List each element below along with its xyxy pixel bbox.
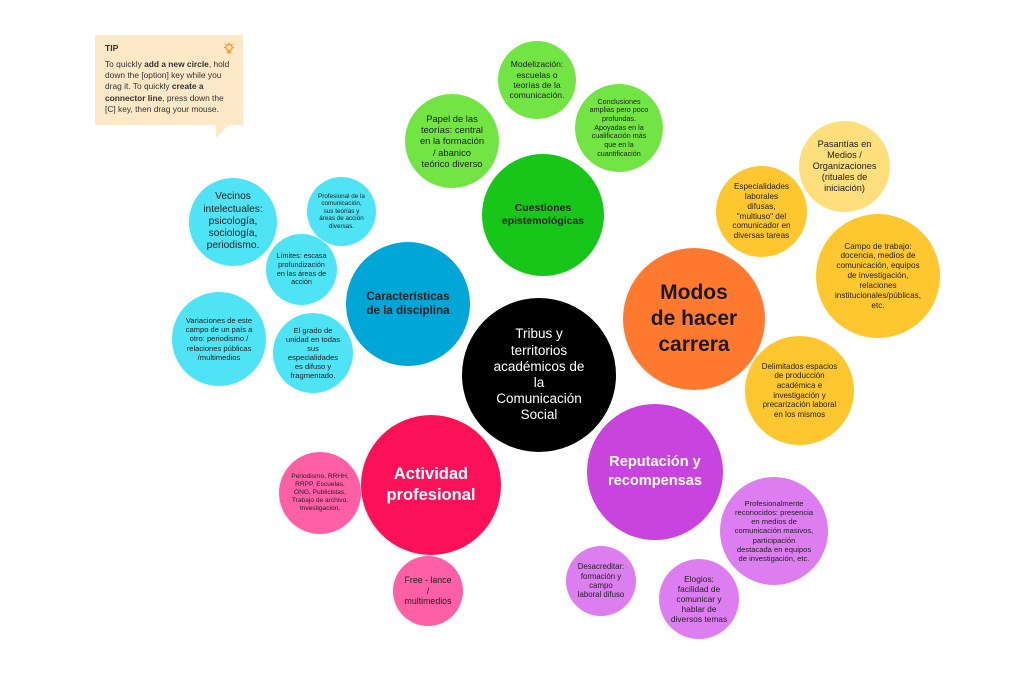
tip-title: TIP <box>105 43 119 53</box>
node-modelizacion[interactable]: Modelización: escuelas o teorías de la c… <box>498 41 576 119</box>
node-profesional-label: Profesional de la comunicación, sus teor… <box>318 192 365 230</box>
node-freelance[interactable]: Free - lance / multimedios <box>393 556 463 626</box>
node-papel[interactable]: Papel de las teorías: central en la form… <box>405 94 499 188</box>
node-pasantias-label: Pasantías en Medios / Organizaciones (ri… <box>812 138 877 194</box>
node-actividad-label: Actividad profesional <box>386 464 476 504</box>
node-especialidades-label: Especialidades laborales difusas, "multi… <box>732 181 791 241</box>
node-periodismo-label: Periodismo, RRHH, RRPP, Escuelas, ONG, P… <box>291 473 349 512</box>
node-especialidades[interactable]: Especialidades laborales difusas, "multi… <box>716 166 807 257</box>
node-desacreditar-label: Desacreditar: formación y campo laboral … <box>577 562 625 600</box>
node-variaciones-label: Variaciones de este campo de un país a o… <box>185 316 253 362</box>
node-campo-label: Campo de trabajo: docencia, medios de co… <box>834 241 922 310</box>
node-pasantias[interactable]: Pasantías en Medios / Organizaciones (ri… <box>799 121 890 212</box>
node-reconocidos-label: Profesionalmente reconocidos: presencia … <box>734 499 814 563</box>
node-profesional[interactable]: Profesional de la comunicación, sus teor… <box>307 177 376 246</box>
node-caracteristicas-label: Características de la disciplina <box>366 290 450 317</box>
node-center-label: Tribus y territorios académicos de la Co… <box>493 326 585 423</box>
tip-text: To quickly add a new circle, hold down t… <box>105 58 230 114</box>
node-center[interactable]: Tribus y territorios académicos de la Co… <box>462 298 616 452</box>
node-modos[interactable]: Modos de hacer carrera <box>623 248 765 390</box>
node-vecinos-label: Vecinos intelectuales: psicología, socio… <box>203 191 263 252</box>
node-actividad[interactable]: Actividad profesional <box>361 415 501 555</box>
node-elogios-label: Elogios: facilidad de comunicar y hablar… <box>670 573 728 625</box>
node-limites[interactable]: Límites: escasa profundización en las ár… <box>266 234 337 305</box>
node-conclusiones-label: Conclusiones amplias pero poco profundas… <box>589 96 649 158</box>
node-reputacion[interactable]: Reputación y recompensas <box>587 404 723 540</box>
node-modos-label: Modos de hacer carrera <box>650 280 738 357</box>
node-variaciones[interactable]: Variaciones de este campo de un país a o… <box>172 292 266 386</box>
node-conclusiones[interactable]: Conclusiones amplias pero poco profundas… <box>575 84 663 172</box>
node-caracteristicas[interactable]: Características de la disciplina <box>346 242 470 366</box>
node-papel-label: Papel de las teorías: central en la form… <box>419 112 485 169</box>
node-elogios[interactable]: Elogios: facilidad de comunicar y hablar… <box>659 559 739 639</box>
node-freelance-label: Free - lance / multimedios <box>404 575 452 607</box>
node-delimitados[interactable]: Delimitados espacios de producción acadé… <box>745 336 854 445</box>
node-vecinos[interactable]: Vecinos intelectuales: psicología, socio… <box>189 178 277 266</box>
node-cuestiones-label: Cuestiones epistemológicas <box>501 202 585 227</box>
node-grado-label: El grado de unidad en todas sus especial… <box>285 325 341 381</box>
node-limites-label: Límites: escasa profundización en las ár… <box>276 251 327 287</box>
node-reputacion-label: Reputación y recompensas <box>607 454 703 489</box>
node-campo[interactable]: Campo de trabajo: docencia, medios de co… <box>816 214 940 338</box>
lightbulb-icon <box>224 42 234 54</box>
node-grado[interactable]: El grado de unidad en todas sus especial… <box>273 313 353 393</box>
node-periodismo[interactable]: Periodismo, RRHH, RRPP, Escuelas, ONG, P… <box>279 452 361 534</box>
node-reconocidos[interactable]: Profesionalmente reconocidos: presencia … <box>720 477 828 585</box>
node-cuestiones[interactable]: Cuestiones epistemológicas <box>482 154 604 276</box>
node-modelizacion-label: Modelización: escuelas o teorías de la c… <box>509 59 565 101</box>
tip-box: TIP To quickly add a new circle, hold do… <box>95 35 243 138</box>
node-delimitados-label: Delimitados espacios de producción acadé… <box>761 361 838 419</box>
node-desacreditar[interactable]: Desacreditar: formación y campo laboral … <box>566 546 636 616</box>
